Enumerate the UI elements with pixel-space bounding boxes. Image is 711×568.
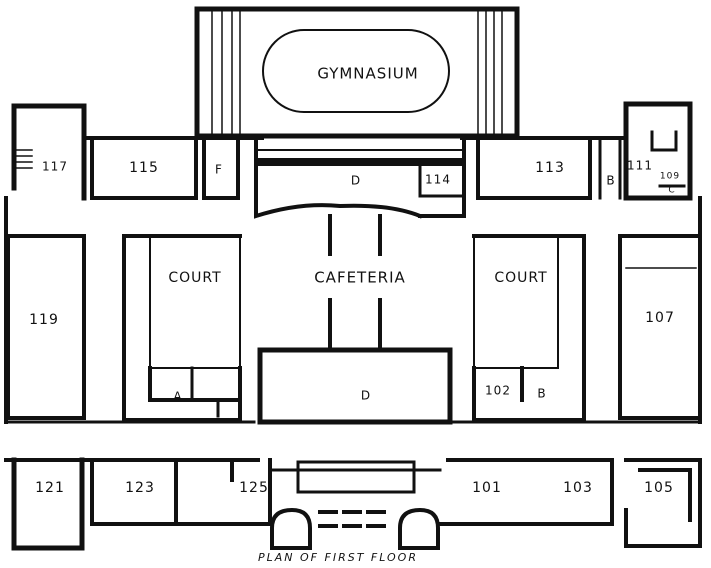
room-113-label: 113 bbox=[535, 160, 565, 176]
room-114-label: 114 bbox=[425, 173, 451, 187]
cafeteria-label: CAFETERIA bbox=[314, 269, 406, 287]
walls bbox=[4, 6, 702, 551]
room-121-walls bbox=[11, 457, 85, 551]
stage-top-band bbox=[254, 134, 466, 162]
plan-caption: PLAN OF FIRST FLOOR bbox=[258, 551, 418, 564]
room-109-walls bbox=[650, 130, 686, 188]
room-105-label: 105 bbox=[644, 480, 674, 496]
room-119-label: 119 bbox=[29, 312, 59, 328]
gym-bleachers-left bbox=[211, 10, 241, 135]
entrance-steps bbox=[318, 510, 386, 528]
stage-d-upper bbox=[254, 162, 466, 219]
room-107-label: 107 bbox=[645, 310, 675, 326]
room-117-walls bbox=[11, 103, 87, 201]
entrance-vestibule bbox=[268, 460, 442, 494]
stage-d-upper-label: D bbox=[351, 174, 361, 188]
room-107-outline bbox=[618, 234, 702, 420]
stair-117 bbox=[15, 149, 33, 169]
court-right-frame bbox=[472, 234, 586, 422]
stage-d-lower bbox=[257, 347, 453, 425]
room-113-walls bbox=[476, 136, 592, 200]
court-left-label: COURT bbox=[168, 270, 221, 286]
court-right-outline bbox=[473, 235, 559, 369]
court-left-outline bbox=[149, 235, 241, 369]
room-102-label: 102 bbox=[485, 384, 511, 398]
gymnasium-label: GYMNASIUM bbox=[317, 65, 418, 83]
court-left-frame bbox=[122, 234, 242, 422]
room-101-label: 101 bbox=[472, 480, 502, 496]
room-a-walls bbox=[190, 366, 242, 418]
room-c-label: C bbox=[668, 186, 675, 196]
room-103-label: 103 bbox=[563, 480, 593, 496]
room-115-walls bbox=[90, 136, 198, 200]
room-114-walls bbox=[418, 162, 466, 198]
room-117-label: 117 bbox=[42, 160, 68, 174]
cafeteria-columns bbox=[328, 214, 382, 352]
entrance-tower-right bbox=[398, 507, 440, 550]
room-b-right-label: B bbox=[606, 174, 615, 188]
room-111-wing bbox=[623, 101, 693, 201]
stage-d-lower-label: D bbox=[361, 389, 371, 403]
room-121-label: 121 bbox=[35, 480, 65, 496]
room-b-walls bbox=[598, 136, 622, 200]
room-111-label: 111 bbox=[627, 159, 653, 173]
room-f-walls bbox=[202, 136, 240, 200]
gymnasium-floor-oval bbox=[262, 29, 450, 113]
court-right-label: COURT bbox=[494, 270, 547, 286]
room-a-label: A bbox=[173, 390, 182, 404]
entrance-tower-left bbox=[270, 507, 312, 550]
room-123-walls bbox=[90, 458, 178, 526]
labels: GYMNASIUM CAFETERIA COURT COURT D D F A … bbox=[29, 65, 680, 565]
room-109-label: 109 bbox=[660, 172, 680, 182]
room-115-label: 115 bbox=[129, 160, 159, 176]
room-b-left-label: B bbox=[537, 387, 546, 401]
room-123-label: 123 bbox=[125, 480, 155, 496]
room-125-label: 125 bbox=[239, 480, 269, 496]
gym-bleachers-right bbox=[477, 10, 503, 135]
room-f-label: F bbox=[215, 163, 223, 177]
room-105-walls bbox=[624, 458, 702, 548]
room-101-walls bbox=[438, 458, 614, 526]
